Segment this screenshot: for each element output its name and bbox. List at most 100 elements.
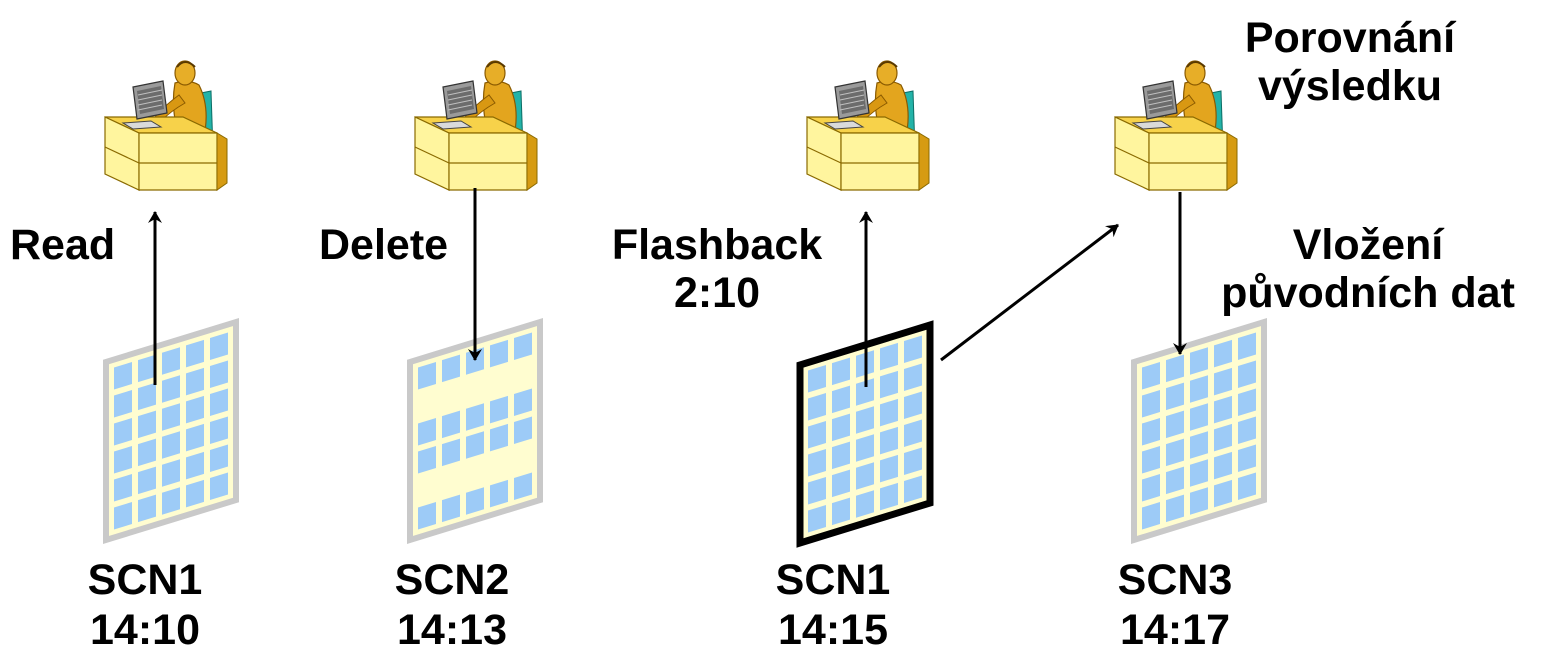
table-cell bbox=[442, 354, 460, 383]
table-cell bbox=[1190, 347, 1208, 375]
table-cell bbox=[1166, 354, 1184, 383]
table-cell bbox=[418, 502, 436, 530]
insert-label: Vložení původních dat bbox=[1198, 221, 1538, 317]
table-cell bbox=[162, 403, 180, 431]
table-cell bbox=[1190, 375, 1208, 403]
table-cell bbox=[904, 391, 922, 419]
table-cell bbox=[162, 431, 180, 459]
workstation-1 bbox=[104, 60, 228, 191]
table-cell bbox=[1214, 395, 1232, 424]
table-cell bbox=[1214, 451, 1232, 480]
scn-caption-2: SCN2 14:13 bbox=[367, 556, 537, 654]
table-cell bbox=[880, 370, 898, 399]
table-cell bbox=[1214, 479, 1232, 508]
scn-name-2: SCN2 bbox=[394, 556, 510, 604]
table-cell bbox=[856, 490, 874, 518]
table-cell bbox=[442, 494, 460, 523]
table-cell bbox=[490, 479, 508, 508]
read-label: Read bbox=[10, 221, 116, 269]
insert-label-line1: Vložení bbox=[1292, 221, 1444, 269]
table-cell bbox=[114, 418, 132, 446]
compare-label: Porovnání výsledku bbox=[1200, 14, 1500, 110]
table-cell bbox=[186, 451, 204, 480]
table-cell bbox=[1190, 487, 1208, 515]
table-cell bbox=[832, 497, 850, 526]
table-cell bbox=[114, 474, 132, 502]
table-cell bbox=[1142, 418, 1160, 446]
scn-name-4: SCN3 bbox=[1117, 556, 1233, 604]
insert-label-line2: původních dat bbox=[1221, 269, 1515, 317]
table-scn1-1410 bbox=[103, 317, 239, 545]
table-cell bbox=[1190, 431, 1208, 459]
table-cell bbox=[210, 444, 228, 472]
table-scn1-1415 bbox=[796, 320, 934, 548]
table-cell bbox=[418, 446, 436, 474]
table-cell bbox=[1190, 403, 1208, 431]
table-cell bbox=[114, 362, 132, 390]
scn-time-3: 14:15 bbox=[778, 606, 888, 654]
scn-time-1: 14:10 bbox=[90, 606, 200, 654]
table-cell bbox=[114, 502, 132, 530]
scn-caption-1: SCN1 14:10 bbox=[60, 556, 230, 654]
table-cell bbox=[856, 378, 874, 406]
table-cell bbox=[138, 410, 156, 439]
table-cell bbox=[856, 434, 874, 462]
table-cell bbox=[1166, 410, 1184, 439]
table-cell bbox=[186, 339, 204, 368]
table-cell bbox=[514, 332, 532, 360]
workstation-3 bbox=[806, 60, 930, 191]
table-cell bbox=[210, 472, 228, 500]
table-cell bbox=[904, 447, 922, 475]
table-cell bbox=[186, 479, 204, 508]
table-cell bbox=[466, 487, 484, 515]
table-cell bbox=[1166, 382, 1184, 411]
workstation-4 bbox=[1114, 60, 1238, 191]
table-cell bbox=[832, 357, 850, 386]
table-cell bbox=[490, 423, 508, 452]
table-cell bbox=[466, 403, 484, 431]
table-cell bbox=[138, 354, 156, 383]
table-cell bbox=[514, 416, 532, 444]
table-cell bbox=[1214, 423, 1232, 452]
table-cell bbox=[904, 419, 922, 447]
table-cell bbox=[1238, 388, 1256, 416]
table-cell bbox=[186, 367, 204, 396]
table-cell bbox=[138, 382, 156, 411]
table-cell bbox=[880, 482, 898, 511]
compare-arrow bbox=[940, 223, 1119, 362]
table-cell bbox=[808, 365, 826, 393]
table-cell bbox=[490, 395, 508, 424]
table-cell bbox=[1238, 332, 1256, 360]
compare-label-line1: Porovnání bbox=[1244, 14, 1456, 62]
scn-caption-3: SCN1 14:15 bbox=[748, 556, 918, 654]
table-cell bbox=[162, 459, 180, 487]
table-cell bbox=[880, 426, 898, 455]
table-cell bbox=[808, 449, 826, 477]
table-cell bbox=[808, 505, 826, 533]
table-cell bbox=[138, 494, 156, 523]
table-cell bbox=[138, 438, 156, 467]
table-cell bbox=[418, 362, 436, 390]
flashback-label-line1: Flashback bbox=[611, 221, 823, 269]
table-cell bbox=[138, 466, 156, 495]
table-cell bbox=[1238, 360, 1256, 388]
table-cell bbox=[1142, 446, 1160, 474]
table-cell bbox=[162, 347, 180, 375]
table-cell bbox=[808, 477, 826, 505]
table-cell bbox=[832, 385, 850, 414]
table-cell bbox=[1214, 367, 1232, 396]
scn-caption-4: SCN3 14:17 bbox=[1090, 556, 1260, 654]
table-cell bbox=[186, 423, 204, 452]
table-cell bbox=[856, 462, 874, 490]
table-cell bbox=[1166, 494, 1184, 523]
table-cell bbox=[210, 416, 228, 444]
table-cell bbox=[466, 431, 484, 459]
table-cell bbox=[880, 454, 898, 483]
table-cell bbox=[1166, 438, 1184, 467]
table-cell bbox=[904, 475, 922, 503]
table-cell bbox=[832, 469, 850, 498]
table-cell bbox=[1142, 502, 1160, 530]
table-cell bbox=[114, 390, 132, 418]
workstation-2 bbox=[414, 60, 538, 191]
